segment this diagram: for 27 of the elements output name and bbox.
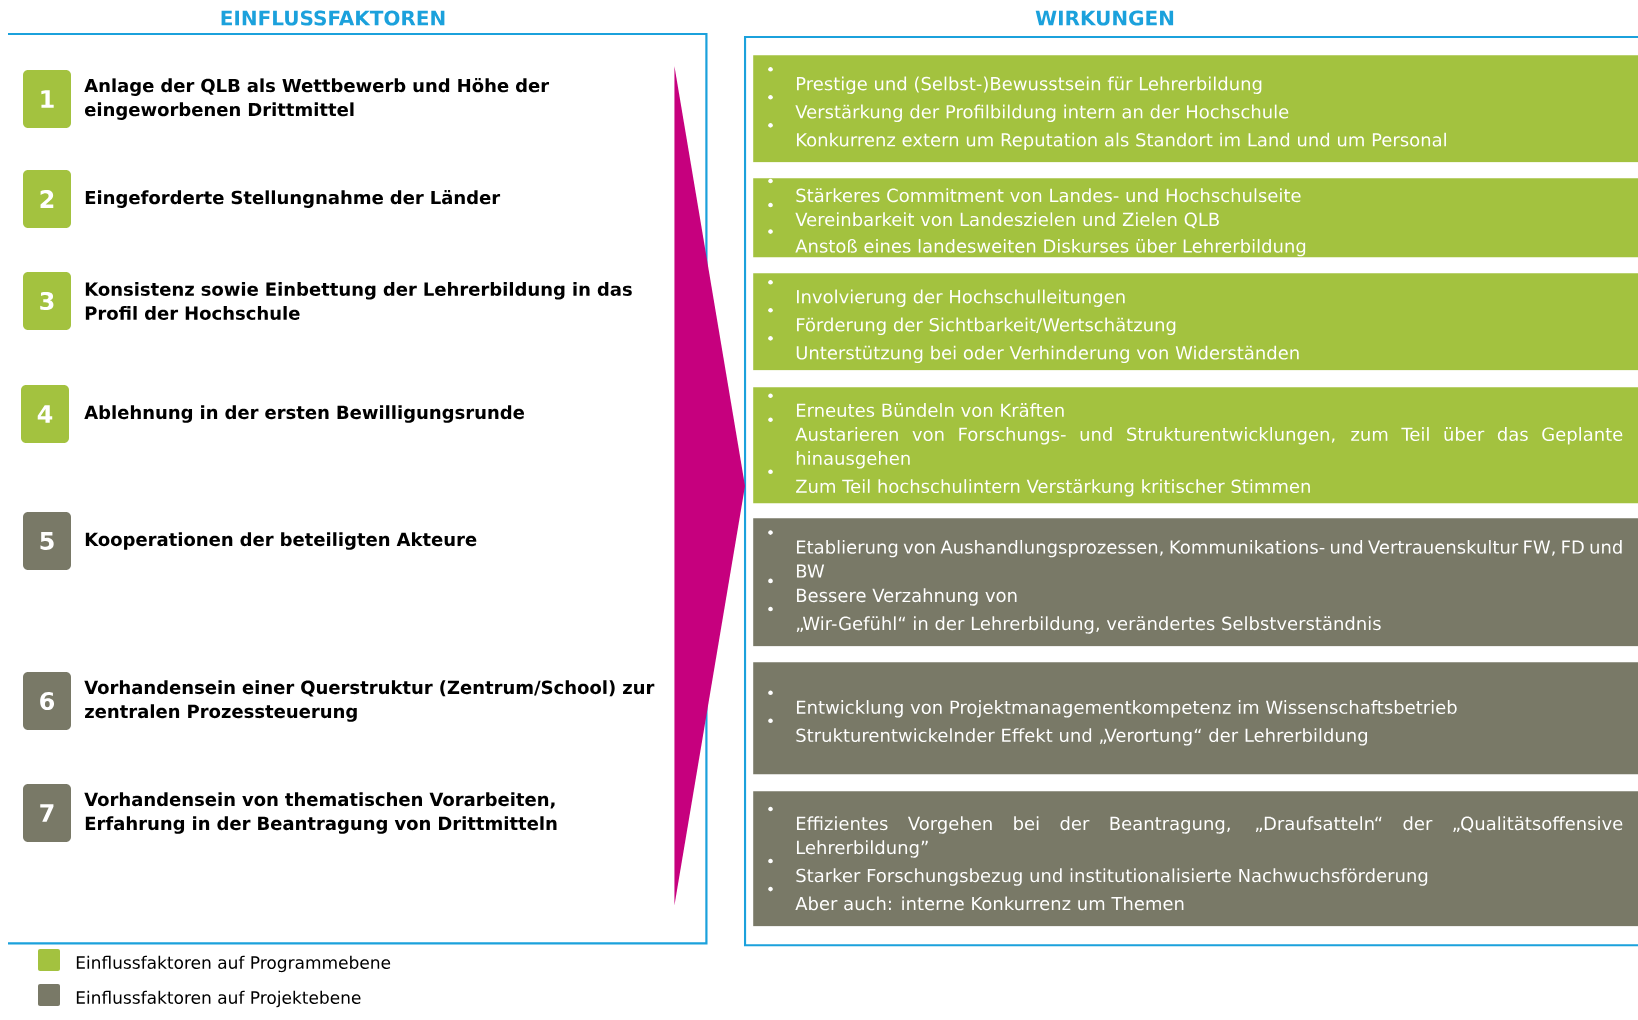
effect-box: Entwicklung von Projektmanagementkompetenz im Wissenschaftsbetrieb Strukturentwickelnder Effekt und „Verortung“ der Lehrerbildung [753,662,1638,775]
factor-text: Vorhandensein einer Querstruktur (Zentrum/School) zur zentralen Prozessteuerung [84,680,655,722]
panel-frame [743,35,1638,947]
panel-heading: WIRKUNGEN [1035,10,1174,26]
factor-text: Konsistenz sowie Einbettung der Lehrerbildung in das Profil der Hochschule [85,282,632,320]
number-badge: 5 [23,512,71,570]
effect-box: Prestige und (Selbst-)Bewusstsein für Lehrerbildung Verstärkung der Profilbildung intern an der Hochschule Konkurrenz extern um Reputation als Standort im Land und um Personal [753,55,1638,163]
panel-heading: EINFLUSSFAKTOREN [221,10,445,26]
effect-box: Stärkeres Commitment von Landes- und Hochschulseite Vereinbarkeit von Landeszielen und Zielen QLB Anstoß eines landesweiten Diskurses über Lehrerbildung [753,178,1638,258]
number-badge: 1 [23,70,71,128]
effect-box: Effizientes Vorgehen bei der Beantragung, „Draufsatteln“ der „Qualitätsoffensive Lehrerbildung” Starker Forschungsbezug und institutionalisierte Nachwuchsförderung Aber auch: interne Konkurrenz um Themen [753,791,1638,927]
legend-text: Einflussfaktoren auf Projektebene [76,990,361,1008]
effect-box: Erneutes Bündeln von Kräften Austarieren von Forschungs- und Strukturentwicklungen, zum Teil über das Geplante hinausgehen Zum Teil hochschulintern Verstärkung kritischer Stimmen [753,387,1638,504]
number-badge: 3 [23,272,71,330]
factor-text: Ablehnung in der ersten Bewilligungsrunde [84,405,524,423]
effect-box: Involvierung der Hochschulleitungen Förderung der Sichtbarkeit/Wertschätzung Unterstützung bei oder Verhinderung von Widerständen [753,273,1638,371]
legend-text: Einflussfaktoren auf Programmebene [76,955,391,973]
number-badge: 6 [23,672,71,730]
number-badge: 4 [21,385,69,443]
number-badge: 7 [23,784,71,842]
factor-text: Anlage der QLB als Wettbewerb und Höhe der eingeworbenen Drittmittel [84,78,550,120]
factor-text: Vorhandensein von thematischen Vorarbeiten, Erfahrung in der Beantragung von Drittmitteln [84,792,557,834]
chevron-arrow [674,66,745,906]
factor-text: Kooperationen der beteiligten Akteure [85,532,477,550]
effect-box: Etablierung von Aushandlungsprozessen, Kommunikations- und Vertrauenskultur FW, FD und BW Bessere Verzahnung von „Wir-Gefühl“ in der Lehrerbildung, verändertes Selbstverständnis [753,518,1638,647]
factor-text: Eingeforderte Stellungnahme der Länder [85,190,501,208]
number-badge: 2 [23,170,71,228]
